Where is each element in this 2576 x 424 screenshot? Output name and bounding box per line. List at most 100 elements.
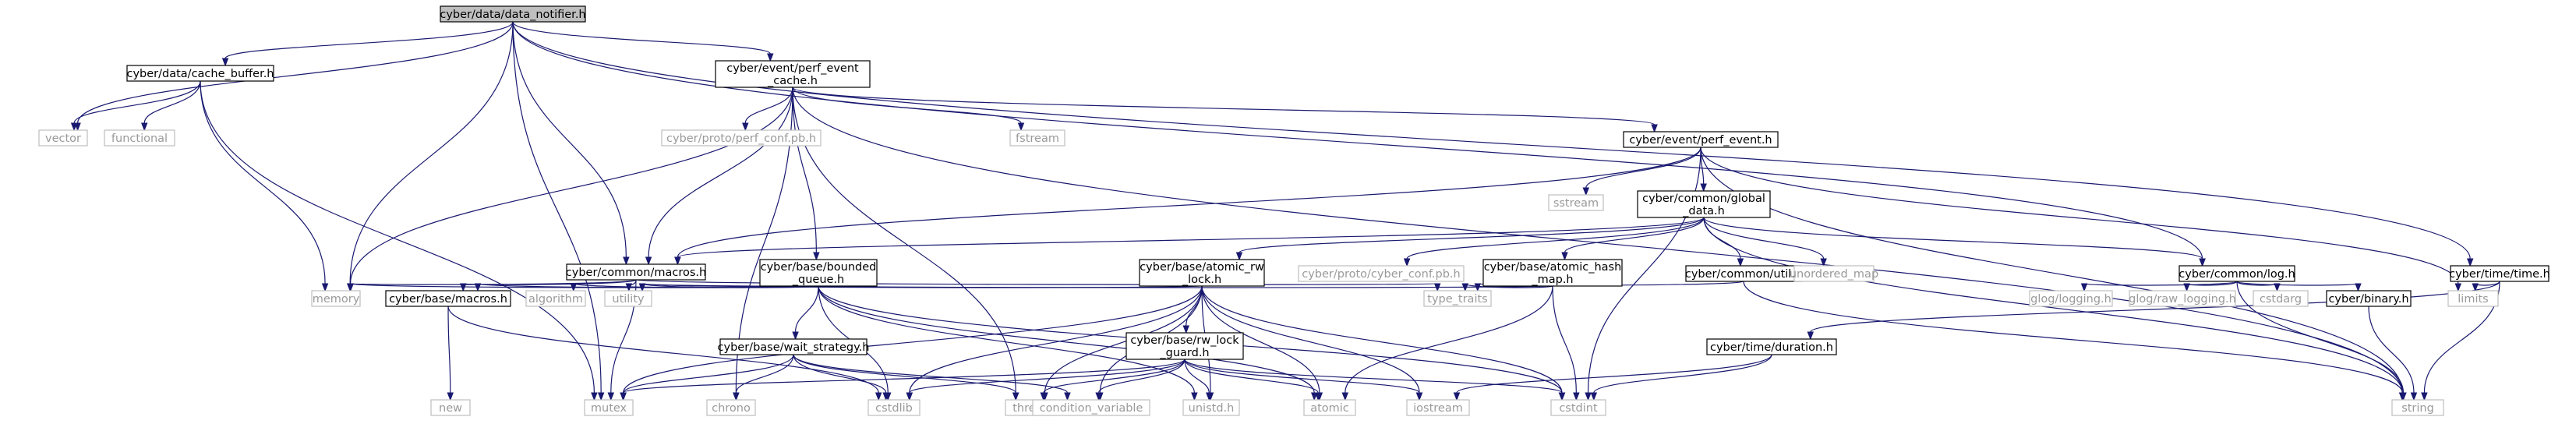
node-perf-event[interactable]: cyber/event/perf_event.h [1623, 131, 1779, 148]
node-box [1548, 194, 1604, 211]
dependency-edge-atomic_hash_map-to-type_traits [1461, 283, 1553, 292]
node-label: new [439, 402, 462, 415]
node-iostream: iostream [1406, 399, 1470, 416]
dependency-edge-root-to-perf_event_cache [512, 21, 774, 62]
node-label: _guard.h [1159, 347, 1209, 359]
dependency-edge-global_data-to-unordered_map [1703, 217, 1827, 267]
edges-layer [70, 21, 2500, 401]
node-box [1637, 190, 1771, 218]
node-box [706, 399, 756, 416]
node-vector: vector [38, 129, 88, 147]
node-label: cyber/proto/perf_conf.pb.h [666, 132, 816, 145]
dependency-edge-global_data-to-log [1703, 217, 2206, 267]
node-utility: utility [604, 290, 652, 307]
dependency-edge-cache_buffer-to-memory [200, 80, 329, 292]
node-label: cyber/time/time.h [2449, 268, 2550, 281]
node-box [1623, 131, 1779, 148]
dependency-edge-cache_buffer-to-functional [141, 80, 201, 132]
node-label: string [2401, 402, 2434, 415]
node-time[interactable]: cyber/time/time.h [2449, 265, 2550, 282]
node-label: cyber/event/perf_event [726, 62, 859, 75]
dependency-edge-base_macros-to-new [447, 306, 454, 401]
node-box [604, 290, 652, 307]
dependency-edge-cache_buffer-to-vector [70, 80, 201, 132]
node-label: algorithm [528, 293, 583, 306]
node-unordered-map: unordered_map [1790, 265, 1878, 282]
node-label: cyber/data/cache_buffer.h [127, 68, 274, 80]
dependency-edge-perf_event_cache-to-fstream [792, 87, 1025, 132]
node-binary[interactable]: cyber/binary.h [2326, 290, 2412, 307]
node-label: cyber/binary.h [2328, 293, 2408, 306]
node-label: chrono [712, 402, 751, 415]
dependency-edge-time-to-duration [1807, 281, 2500, 341]
node-rw-lock-guard[interactable]: cyber/base/rw_lock_guard.h [1125, 332, 1244, 360]
node-label: cyber/common/log.h [2178, 268, 2295, 281]
node-log[interactable]: cyber/common/log.h [2178, 265, 2295, 282]
dependency-edge-atomic_hash_map-to-cstdint [1552, 285, 1580, 401]
node-glog-raw-logging: glog/raw_logging.h [2129, 290, 2236, 307]
dependency-edge-log-to-string [2236, 281, 2407, 401]
node-label: atomic [1310, 402, 1349, 415]
node-cstdarg: cstdarg [2253, 290, 2309, 307]
node-box [1550, 399, 1606, 416]
dependency-edge-global_data-to-atomic_rw_lock [1235, 217, 1705, 261]
dependency-edge-perf_event_cache-to-memory [347, 87, 793, 292]
dependency-edge-log-to-binary [2236, 281, 2362, 292]
dependency-edge-perf_event_cache-to-common_macros [645, 87, 793, 266]
node-label: functional [111, 132, 168, 145]
dependency-edge-log-to-glog_raw_logging [2183, 281, 2238, 292]
dependency-edge-rw_lock_guard-to-iostream [1184, 359, 1423, 401]
node-label: cyber/common/util.h [1685, 268, 1802, 281]
node-cache-buffer[interactable]: cyber/data/cache_buffer.h [126, 65, 274, 82]
node-global-data[interactable]: cyber/common/global_data.h [1637, 190, 1771, 218]
node-duration[interactable]: cyber/time/duration.h [1706, 338, 1837, 355]
node-label: cyber/time/duration.h [1710, 341, 1833, 354]
node-label: cyber/base/rw_lock [1130, 334, 1239, 347]
dependency-edge-atomic_rw_lock-to-mutex [620, 285, 1203, 401]
dependency-edge-perf_event-to-limits [1700, 147, 2462, 292]
dependency-edge-binary-to-string [2368, 306, 2418, 401]
node-new: new [430, 399, 471, 416]
node-box [1303, 399, 1356, 416]
node-box [2450, 265, 2549, 282]
node-label: glog/raw_logging.h [2129, 293, 2236, 306]
node-atomic-hash-map[interactable]: cyber/base/atomic_hash_map.h [1482, 259, 1623, 287]
node-label: utility [612, 293, 645, 306]
node-util[interactable]: cyber/common/util.h [1685, 265, 1802, 282]
node-box [868, 399, 921, 416]
dependency-edge-wait_strategy-to-condition_variable [793, 354, 1071, 401]
node-box [1298, 265, 1465, 282]
node-label: fstream [1016, 132, 1059, 145]
node-label: cyber/base/atomic_rw [1140, 261, 1264, 274]
dependency-edge-duration-to-cstdint [1590, 354, 1772, 401]
node-label: _data.h [1682, 205, 1725, 217]
node-wait-strategy[interactable]: cyber/base/wait_strategy.h [718, 338, 870, 355]
node-bounded-queue[interactable]: cyber/base/bounded_queue.h [759, 259, 878, 287]
node-common-macros[interactable]: cyber/common/macros.h [566, 263, 706, 281]
node-label: condition_variable [1040, 402, 1143, 415]
node-fstream: fstream [1009, 129, 1065, 147]
node-label: cyber/base/atomic_hash [1484, 261, 1622, 274]
node-box [719, 338, 868, 355]
node-box [525, 290, 586, 307]
node-atomic-rw-lock[interactable]: cyber/base/atomic_rw_lock.h [1139, 259, 1265, 287]
node-label: cyber/proto/cyber_conf.pb.h [1302, 268, 1460, 281]
node-label: cyber/base/bounded [761, 261, 877, 274]
node-box [311, 290, 361, 307]
node-label: _queue.h [792, 274, 844, 286]
node-root[interactable]: cyber/data/data_notifier.h [440, 5, 586, 23]
dependency-edge-perf_event_cache-to-perf_conf_pb [742, 87, 793, 132]
dependency-edge-atomic_hash_map-to-atomic [1341, 285, 1553, 401]
node-sstream: sstream [1548, 194, 1604, 211]
node-label: cyber/base/wait_strategy.h [718, 341, 870, 354]
node-label: _lock.h [1182, 274, 1221, 286]
node-perf-event-cache[interactable]: cyber/event/perf_event_cache.h [715, 60, 871, 88]
dependency-edge-wait_strategy-to-cstdlib [793, 354, 889, 401]
dependency-edge-root-to-cache_buffer [221, 21, 514, 67]
node-label: cstdarg [2260, 293, 2302, 306]
node-cstdint: cstdint [1550, 399, 1606, 416]
node-base-macros[interactable]: cyber/base/macros.h [385, 290, 511, 307]
node-label: vector [45, 132, 81, 145]
node-box [2029, 290, 2113, 307]
node-box [38, 129, 88, 147]
